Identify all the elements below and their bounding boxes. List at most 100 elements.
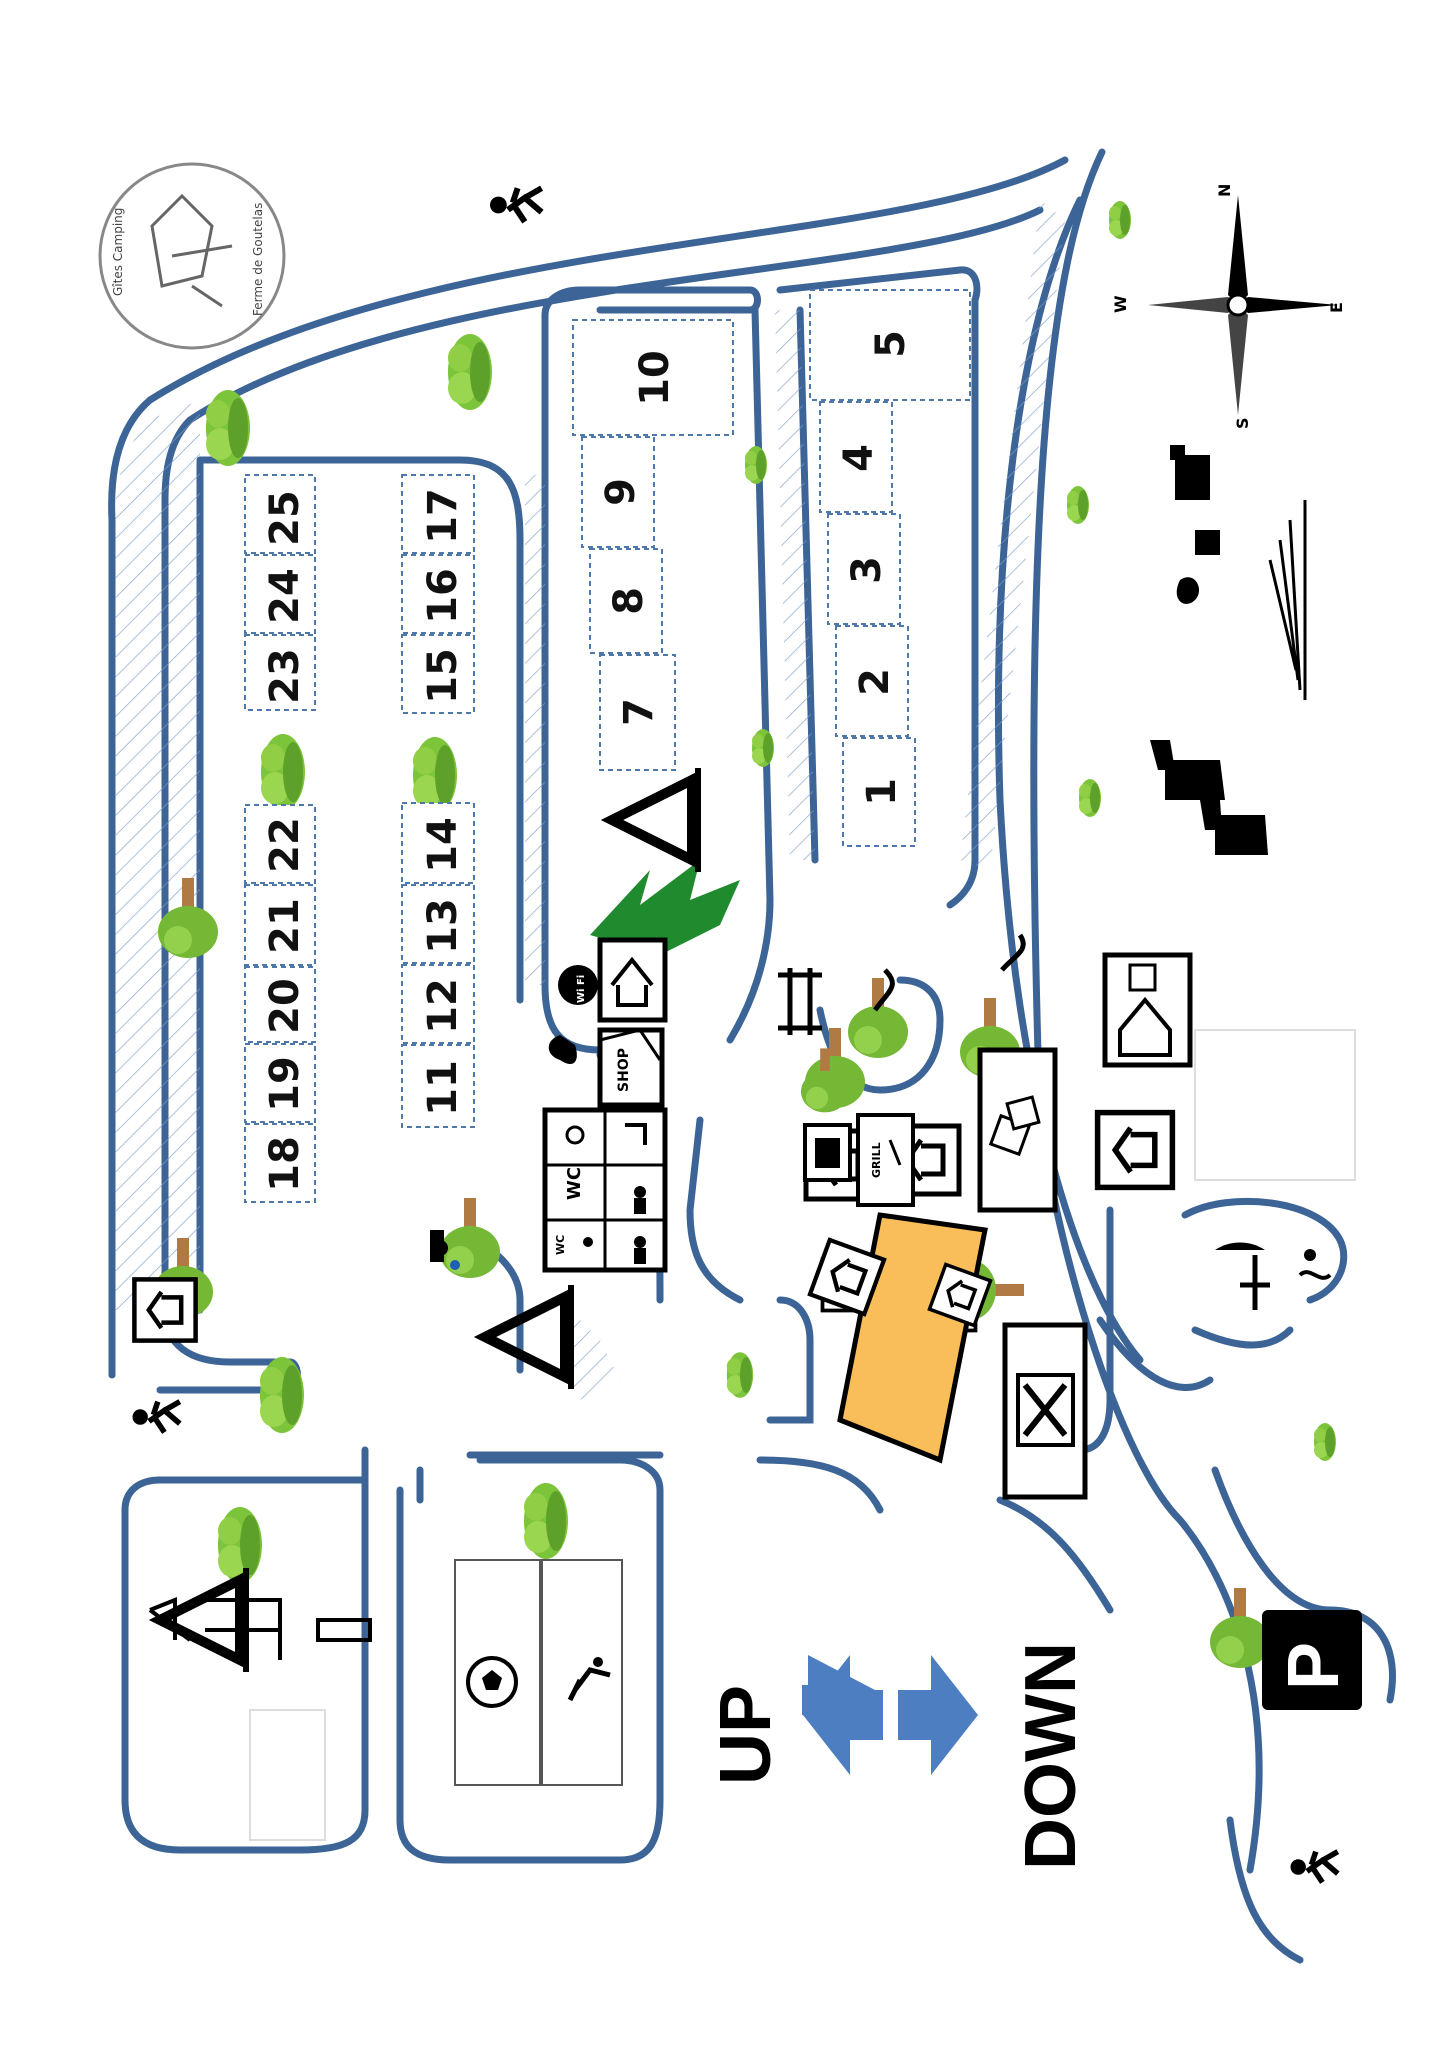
grass-icon	[1268, 500, 1307, 700]
pool-area	[1215, 1242, 1332, 1310]
vegetation	[153, 201, 1336, 1668]
empty-plot	[249, 1709, 326, 1841]
pitch-8: 8	[606, 587, 652, 615]
bench-icon	[778, 968, 822, 1035]
pine-tree-icon	[590, 860, 740, 955]
compass-w: W	[1111, 295, 1130, 313]
pitch-7: 7	[616, 698, 662, 726]
trash-bin-icon	[803, 1123, 852, 1182]
sports-area	[454, 1559, 623, 1786]
logo-text-bottom: Ferme de Goutelas	[251, 203, 265, 316]
wc-small-label: WC	[554, 1235, 567, 1255]
walker-icon	[490, 188, 542, 222]
hammock-icon	[1000, 933, 1026, 972]
pitch-11: 11	[420, 1060, 466, 1116]
barn-building	[1102, 952, 1193, 1068]
pitch-25: 18	[262, 1136, 308, 1192]
shop-label: SHOP	[616, 1048, 632, 1092]
swing-icon	[205, 1598, 282, 1660]
cabin-icon	[134, 1279, 195, 1340]
shower-icon	[565, 1125, 585, 1145]
pitch-22: 21	[262, 898, 308, 954]
pitch-12: 12	[420, 978, 466, 1034]
pitch-14: 14	[420, 817, 466, 873]
parasol-icon	[1215, 1242, 1265, 1250]
pitch-17: 17	[420, 488, 466, 544]
pitch-2: 2	[852, 668, 898, 696]
donkey-icon	[1200, 800, 1268, 855]
pitch-4: 4	[836, 444, 882, 472]
tent-icon	[160, 1568, 246, 1672]
tent-icon	[612, 768, 698, 872]
logo-text-top: Gîtes Camping	[111, 208, 125, 296]
water-tap-icon	[430, 1230, 460, 1270]
compass-s: S	[1233, 417, 1252, 429]
compass-rose: N E S W	[1111, 184, 1346, 429]
dice-icon	[1005, 1095, 1041, 1131]
pitch-1: 1	[859, 778, 905, 806]
pitch-9: 9	[598, 478, 644, 506]
cabin-icon	[1098, 1113, 1173, 1188]
person-icon	[634, 1236, 646, 1248]
pitch-23: 20	[262, 978, 308, 1034]
pitch-19: 24	[262, 568, 308, 624]
pitch-5: 5	[868, 330, 914, 358]
person-icon	[583, 1237, 593, 1247]
compass-e: E	[1327, 302, 1346, 313]
goat-icon	[1195, 530, 1220, 555]
walker-icon	[133, 1402, 180, 1433]
pitch-21: 22	[262, 817, 308, 873]
sheep-icon	[1176, 577, 1200, 604]
tent-icon	[485, 1285, 571, 1389]
swimmer-icon	[1298, 1270, 1332, 1280]
restaurant-building	[1002, 1322, 1088, 1500]
empty-plot	[1194, 1029, 1356, 1181]
parking-sign: P	[1262, 1610, 1362, 1710]
campsite-logo: Gîtes Camping Ferme de Goutelas	[98, 162, 286, 350]
animal-icons	[1150, 445, 1268, 855]
cow-icon	[1170, 445, 1210, 500]
reception-building	[597, 937, 668, 1023]
down-arrow-icon	[898, 1655, 978, 1775]
playground	[148, 1597, 372, 1660]
petanque-player-icon	[567, 1667, 611, 1702]
compass-n: N	[1215, 184, 1234, 197]
wifi-badge: Wi Fi	[558, 965, 598, 1005]
pitch-15: 15	[420, 648, 466, 704]
trampoline-icon	[316, 1618, 372, 1642]
hammock-icon	[873, 968, 895, 1012]
slide-icon	[148, 1597, 192, 1642]
wifi-label: Wi Fi	[576, 975, 587, 1003]
games-room	[977, 1047, 1058, 1213]
walker-icon	[1291, 1852, 1338, 1883]
pitch-18: 25	[262, 490, 308, 546]
cutlery-icon	[1022, 1383, 1068, 1437]
pitch-13: 13	[420, 898, 466, 954]
pitch-24: 19	[262, 1056, 308, 1112]
pitch-16: 16	[420, 568, 466, 624]
pitch-3: 3	[844, 556, 890, 584]
down-label: DOWN	[1011, 1642, 1091, 1870]
sanitary-block: WC WC	[542, 1107, 668, 1273]
pitch-labels: 25 24 23 22 21 20 19 18 17 16 15 14 13 1…	[262, 330, 914, 1192]
pitch-column-right	[809, 289, 971, 847]
chicken-icon	[548, 1035, 577, 1065]
person-icon	[634, 1186, 646, 1198]
up-label: UP	[706, 1685, 786, 1785]
hatched-verges	[115, 200, 1065, 1400]
grill-building: GRILL	[856, 1113, 915, 1207]
parking-label: P	[1274, 1642, 1354, 1690]
pitch-column-inner	[401, 474, 475, 1128]
pitch-column-center	[572, 319, 734, 771]
up-arrow-icon	[803, 1655, 883, 1775]
grill-label: GRILL	[870, 1142, 883, 1178]
pitch-20: 23	[262, 648, 308, 704]
direction-arrows: UP DOWN	[706, 1642, 1091, 1870]
pitch-column-outer	[244, 474, 316, 1203]
donkey-icon	[1150, 740, 1225, 800]
tap-icon	[625, 1123, 647, 1145]
shop-building: SHOP	[597, 1027, 665, 1108]
wc-label: WC	[564, 1167, 585, 1200]
pitch-10: 10	[632, 350, 678, 406]
